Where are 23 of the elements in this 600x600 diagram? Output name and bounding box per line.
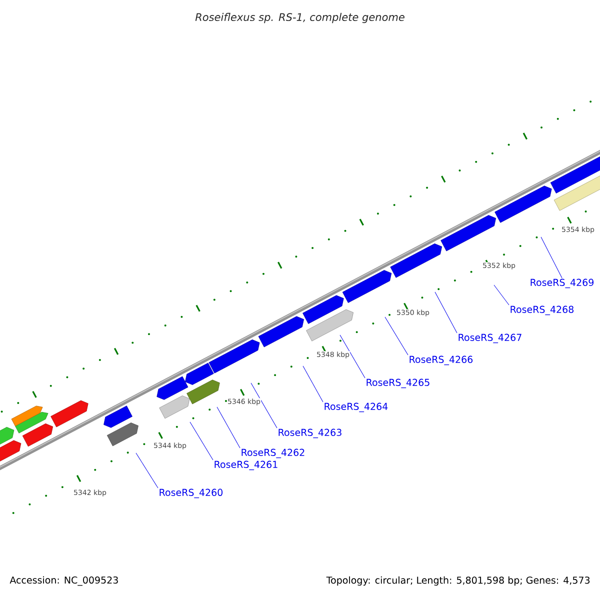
leader-line	[190, 422, 214, 460]
gene-label: RoseRS_4265	[366, 378, 430, 388]
leader-line	[340, 334, 366, 378]
gene-label: RoseRS_4268	[510, 306, 574, 316]
leader-line	[216, 406, 240, 448]
gene-label: RoseRS_4262	[242, 448, 304, 458]
gene-label: RoseRS_4267	[458, 334, 522, 344]
gene-label: RoseRS_4269	[530, 278, 594, 288]
leader-line	[384, 316, 408, 356]
gene-label: RoseRS_4261	[214, 460, 278, 470]
leader-line	[302, 366, 324, 402]
leader-line	[434, 292, 458, 334]
gene-label: RoseRS_4260	[160, 488, 223, 498]
gene-label: RoseRS_4266	[410, 356, 473, 366]
footer-text: Accession: NC_009523	[10, 576, 118, 586]
footer-text: Topology: circular; Length: 5,801,598 bp; Genes: 4,573	[326, 576, 590, 586]
leader-line	[250, 382, 278, 428]
leader-line	[136, 452, 158, 488]
title: Roseiflexus sp. RS-1, complete genome	[195, 12, 404, 24]
leader-line	[540, 236, 562, 278]
gene-label: RoseRS_4263	[278, 428, 342, 438]
leader-line	[494, 284, 510, 306]
gene-label: RoseRS_4264	[324, 402, 388, 412]
